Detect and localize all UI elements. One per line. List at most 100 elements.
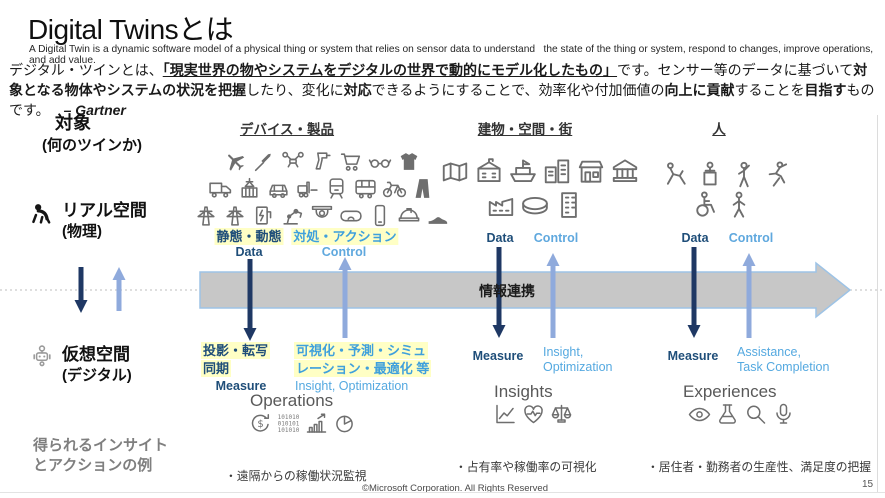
magnifier-icon	[743, 402, 768, 426]
device-icons-row1	[222, 149, 422, 174]
virtual-space-icon-box	[28, 344, 56, 369]
people-icons-row1	[661, 160, 794, 190]
building-icons-row1	[440, 156, 641, 186]
bullet-item: ・遠隔からの稼働状況監視	[225, 469, 367, 483]
up-arrow-people	[742, 253, 756, 338]
buildings-insight-line2: Optimization	[543, 360, 613, 374]
page-title: Digital Twinsとは	[28, 14, 234, 45]
power-pylon-icon	[193, 203, 219, 228]
column-header-devices: デバイス・製品	[239, 122, 335, 137]
eye-icon	[687, 402, 712, 426]
row-label-real: リアル空間	[62, 201, 147, 220]
gartner-attribution: – Gartner	[63, 102, 126, 118]
shopping-cart-icon	[338, 149, 364, 174]
ev-charger-icon	[251, 203, 277, 228]
experiences-bullets: ・居住者・勤務者の生産性、満足度の把握 ・ナビゲーション、ロケーション案内 ・セ…	[647, 427, 885, 498]
screwdriver-icon	[251, 149, 277, 174]
intro-seg1: デジタル・ツインとは、	[9, 62, 163, 78]
scales-icon	[549, 402, 574, 426]
baby-icon	[29, 201, 55, 226]
chart-growth-icon	[304, 411, 329, 435]
buildings-insight-line1: Insight,	[543, 345, 584, 359]
glasses-icon	[367, 149, 393, 174]
hard-hat-icon	[396, 203, 422, 228]
shoe-icon	[425, 203, 451, 228]
bank-icon	[610, 156, 641, 186]
down-arrow-people	[687, 247, 701, 338]
column-header-buildings: 建物・空間・街	[477, 122, 573, 137]
person-podium-icon	[695, 160, 726, 190]
people-icons-row2	[690, 190, 755, 220]
intro-seg2: 「現実世界の物やシステムをデジタルの世界で動的にモデル化したもの」	[162, 62, 618, 78]
people-assistance-line1: Assistance,	[737, 345, 801, 359]
factory-icon	[486, 190, 517, 220]
person-raising-hand-icon	[729, 160, 760, 190]
device-icons-row3	[193, 203, 451, 228]
up-arrow-buildings	[546, 253, 560, 338]
intro-seg8: 向上に貢献	[664, 82, 735, 98]
svg-text:$: $	[257, 419, 263, 430]
people-data-label: Data	[681, 231, 709, 245]
bottom-border-line	[0, 492, 885, 493]
info-link-band-arrow	[199, 261, 852, 319]
svg-text:101010: 101010	[278, 427, 300, 434]
copyright-footer: ©Microsoft Corporation. All Rights Reser…	[362, 483, 548, 494]
heart-pulse-icon	[521, 402, 546, 426]
container-crane-icon	[237, 176, 263, 201]
robot-arm-icon	[280, 203, 306, 228]
data-down-arrows	[74, 247, 701, 341]
robot-icon	[29, 344, 55, 369]
device-icons-row2	[208, 176, 437, 201]
sweater-icon	[396, 149, 422, 174]
up-arrow-devices	[338, 257, 352, 338]
airplane-icon	[222, 149, 248, 174]
intro-seg6: 対応	[343, 82, 372, 98]
drone-icon	[280, 149, 306, 174]
experiences-icons	[687, 402, 796, 426]
microphone-icon	[771, 402, 796, 426]
subtitle-en: A Digital Twin is a dynamic software mod…	[29, 44, 876, 66]
svg-text:101010: 101010	[278, 414, 300, 421]
dome-camera-icon	[309, 203, 335, 228]
devices-control-label-jp: 対処・アクション	[291, 228, 399, 245]
forklift-icon	[295, 176, 321, 201]
insights-icons	[493, 402, 574, 426]
school-icon	[474, 156, 505, 186]
devices-measure-label-jp2: 同期	[201, 360, 232, 377]
row-label-examples-2: とアクションの例	[33, 457, 153, 474]
real-space-icon-box	[28, 201, 56, 226]
intro-seg9: することを	[734, 82, 805, 98]
people-assistance-line2: Task Completion	[737, 360, 830, 374]
down-arrow-devices	[243, 259, 257, 341]
bullet-item: ・居住者・勤務者の生産性、満足度の把握	[647, 460, 872, 474]
intro-seg3: です。センサー等のデータに基づいて	[617, 62, 854, 78]
dollar-cycle-icon: $	[248, 411, 273, 435]
insights-bullets: ・占有率や稼働率の可視化 ・利用状況分析とレコメンド ・CO2濃度の把握 ・自動…	[455, 427, 608, 498]
bicycle-icon	[382, 176, 408, 201]
row-label-target: 対象	[55, 113, 91, 133]
control-up-arrows	[112, 253, 756, 338]
intro-paragraph: デジタル・ツインとは、「現実世界の物やシステムをデジタルの世界で動的にモデル化し…	[9, 60, 881, 120]
car-icon	[266, 176, 292, 201]
right-border-line	[877, 115, 878, 492]
row-label-real-sub: (物理)	[62, 223, 102, 240]
devices-measure-label-jp1: 投影・転写	[201, 342, 271, 359]
devices-insight-label-en: Insight, Optimization	[295, 379, 409, 393]
people-measure-label: Measure	[667, 349, 719, 363]
buildings-control-label: Control	[533, 231, 579, 245]
scanner-icon	[309, 149, 335, 174]
person-digging-icon	[661, 160, 692, 190]
category-experiences: Experiences	[683, 382, 777, 401]
row-label-target-sub: (何のツインか)	[42, 137, 142, 154]
stadium-icon	[520, 190, 551, 220]
row-label-virtual: 仮想空間	[62, 345, 130, 364]
devices-data-label-en: Data	[235, 245, 263, 259]
info-link-label: 情報連携	[479, 283, 535, 299]
pants-icon	[411, 176, 437, 201]
category-operations: Operations	[250, 391, 334, 410]
buildings-data-label: Data	[486, 231, 514, 245]
up-arrow-left	[112, 267, 126, 311]
